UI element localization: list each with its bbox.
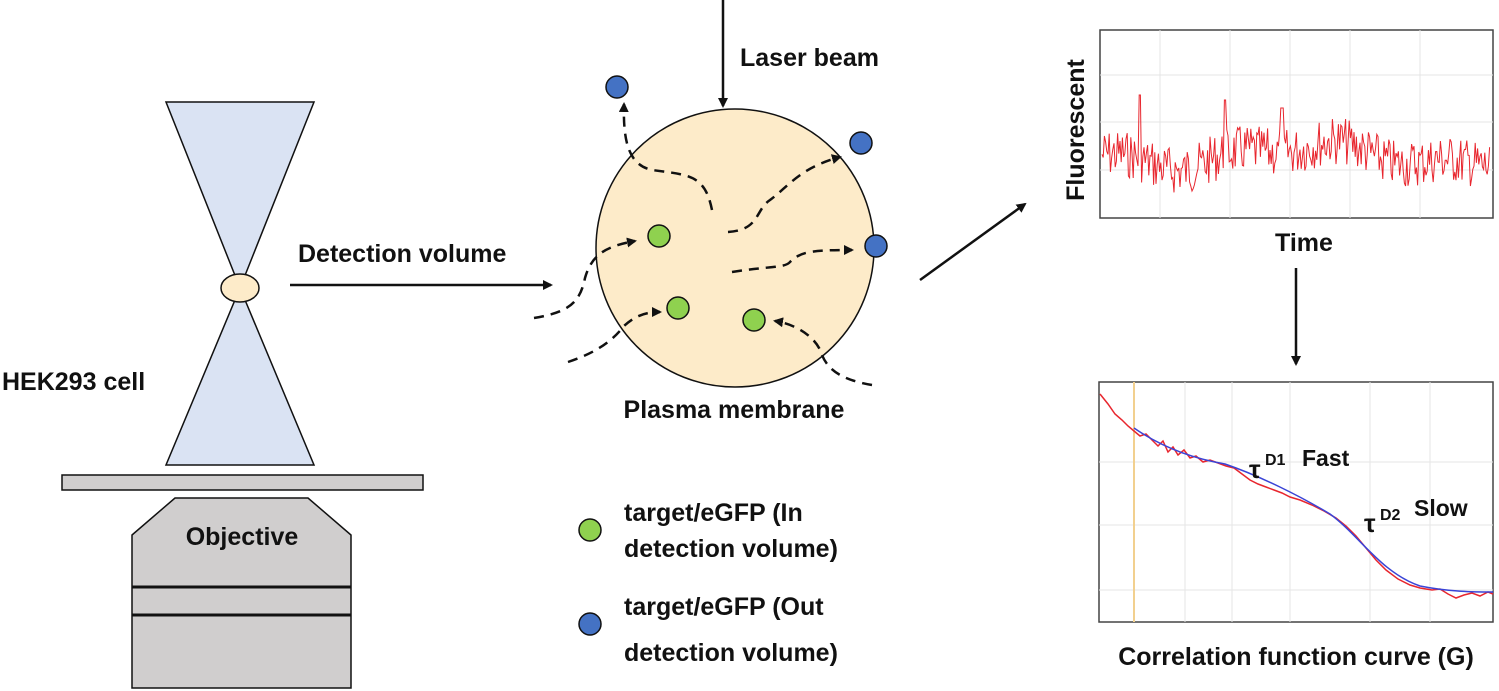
target-egfp-in-1 (647, 224, 671, 248)
tau-d2-subscript: D2 (1380, 507, 1401, 524)
correlation-grid (1099, 382, 1493, 622)
fluorescent-axis-label: Fluorescent (1062, 58, 1090, 200)
target-egfp-in-3 (742, 308, 766, 332)
path-exit-top-left (618, 102, 714, 211)
correlation-title: Correlation function curve (G) (1118, 643, 1474, 671)
legend-out-swatch (578, 612, 602, 636)
tau-d1-symbol: τ (1249, 454, 1261, 484)
legend-in-line2: detection volume) (624, 535, 838, 563)
path-exit-top-right (727, 154, 842, 234)
slow-label: Slow (1414, 495, 1468, 521)
legend-out-line1: target/eGFP (Out (624, 593, 824, 621)
legend-in-swatch (578, 518, 602, 542)
fluorescence-trace-chart: Fluorescent Time (1062, 29, 1494, 257)
trace-frame (1099, 29, 1494, 219)
hek293-label: HEK293 cell (2, 368, 145, 396)
path-enter-green-3 (773, 317, 873, 387)
plasma-membrane-label: Plasma membrane (624, 396, 845, 424)
correlation-curve-chart: τ D1 Fast τ D2 Slow Correlation function… (1098, 381, 1494, 671)
correlation-fit-curve (1133, 427, 1494, 593)
path-enter-green-2 (567, 307, 662, 364)
legend-out-line2: detection volume) (624, 639, 838, 667)
fluorescence-trace-line (1101, 94, 1491, 193)
lower-light-cone (164, 286, 316, 466)
coverslip-stage (61, 474, 424, 491)
tau-d2-symbol: τ (1364, 508, 1376, 538)
fast-label: Fast (1302, 445, 1350, 471)
target-egfp-out-3 (864, 234, 888, 258)
objective-label: Objective (186, 523, 299, 551)
tau-d1-subscript: D1 (1265, 452, 1286, 469)
time-axis-label: Time (1275, 229, 1333, 257)
detection-volume-label: Detection volume (298, 240, 506, 268)
upper-light-cone (164, 101, 316, 291)
focal-detection-volume (220, 273, 260, 303)
to-trace-arrow (919, 202, 1027, 282)
target-egfp-in-2 (666, 296, 690, 320)
target-egfp-out-2 (849, 131, 873, 155)
objective-body (131, 497, 352, 689)
path-exit-right (731, 245, 854, 274)
plasma-membrane-circle (595, 108, 875, 388)
legend-in-line1: target/eGFP (In (624, 499, 803, 527)
path-enter-green-1 (533, 237, 637, 320)
laser-beam-label: Laser beam (740, 44, 879, 72)
correlation-frame (1098, 381, 1494, 623)
target-egfp-out-1 (605, 75, 629, 99)
correlation-data-curve (1099, 393, 1494, 599)
diffusion-paths (533, 102, 873, 387)
